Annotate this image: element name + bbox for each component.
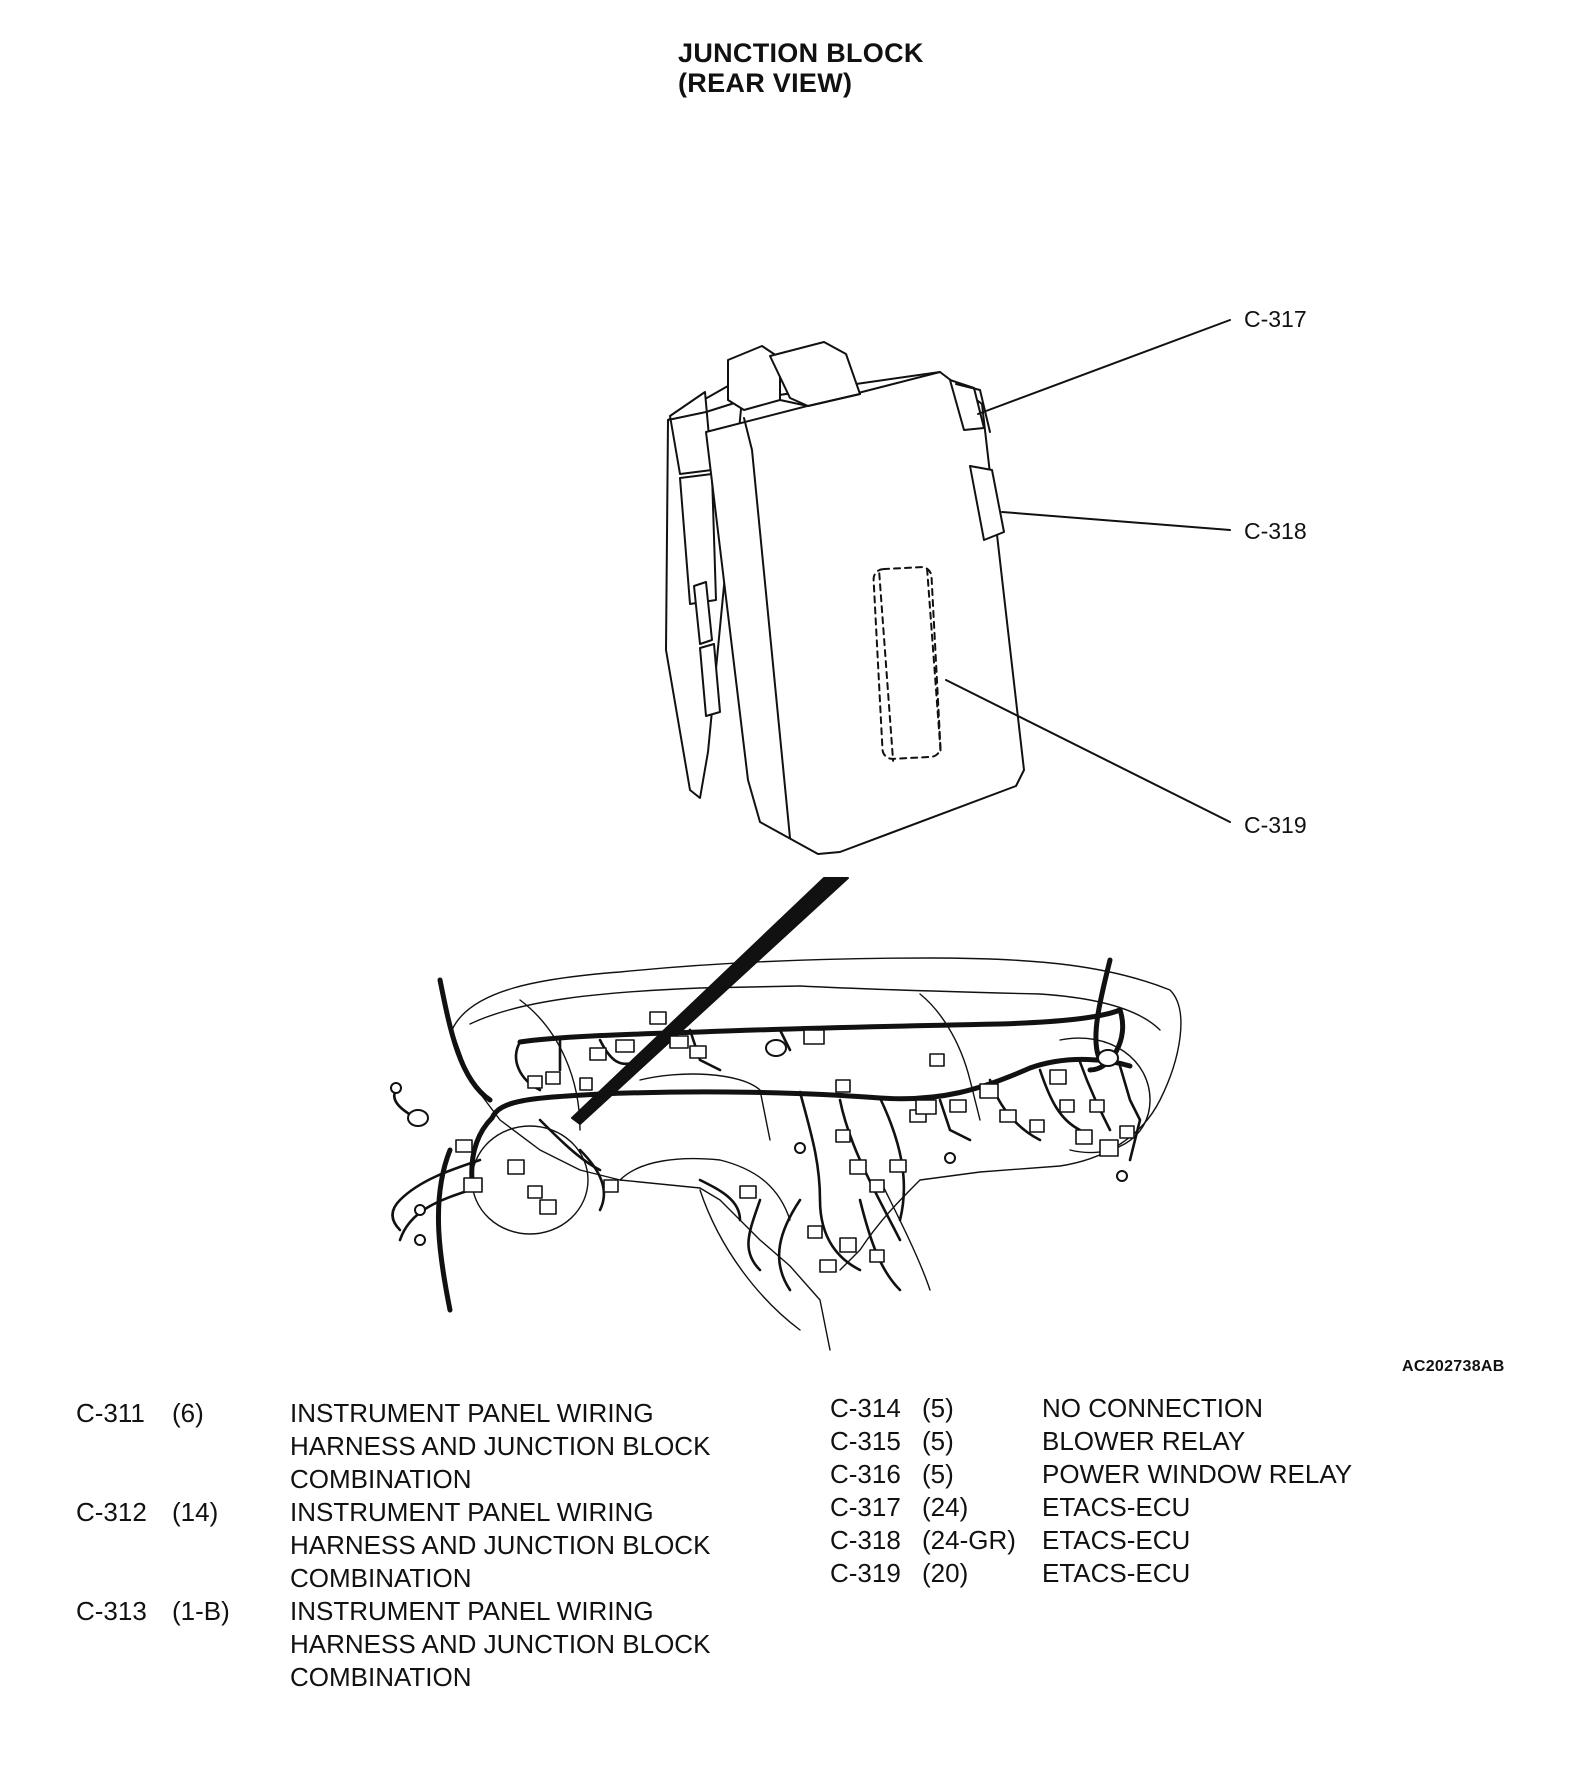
locator-arrow: [571, 877, 849, 1125]
junction-block-illustration: [665, 341, 1025, 855]
harness-connectors: [455, 1011, 1135, 1273]
title-line-1: JUNCTION BLOCK: [678, 38, 924, 68]
connector-pins: (24): [922, 1492, 969, 1522]
connector-description: BLOWER RELAY: [1042, 1426, 1246, 1456]
connector-pins: (1-B): [172, 1596, 230, 1626]
connector-id: C-313: [76, 1596, 147, 1626]
connector-id: C-318: [830, 1525, 901, 1555]
harness-grommets: [390, 1039, 1128, 1246]
connector-description: ETACS-ECU: [1042, 1558, 1191, 1588]
connector-id: C-311: [76, 1398, 145, 1428]
connector-id: C-315: [830, 1426, 901, 1456]
figure-id: AC202738AB: [1402, 1358, 1505, 1375]
connector-pins: (5): [922, 1459, 954, 1489]
connector-pins: (20): [922, 1558, 969, 1588]
callout-c-317: C-317: [1244, 306, 1307, 332]
connector-pins: (5): [922, 1426, 954, 1456]
connector-description: POWER WINDOW RELAY: [1042, 1459, 1353, 1489]
connector-pins: (5): [922, 1393, 954, 1423]
connector-pins: (6): [172, 1398, 204, 1428]
callout-leaders: [945, 319, 1231, 823]
connector-description: NO CONNECTION: [1042, 1393, 1263, 1423]
harness-main-trunk: [436, 957, 1133, 1313]
connector-description: INSTRUMENT PANEL WIRING HARNESS AND JUNC…: [290, 1497, 711, 1593]
connector-pins: (24-GR): [922, 1525, 1016, 1555]
connector-id: C-314: [830, 1393, 901, 1423]
callout-c-318: C-318: [1244, 518, 1307, 544]
connector-pins: (14): [172, 1497, 219, 1527]
callout-c-319: C-319: [1244, 812, 1307, 838]
connector-id: C-316: [830, 1459, 901, 1489]
title-line-2: (REAR VIEW): [678, 68, 853, 98]
diagram-title: JUNCTION BLOCK (REAR VIEW): [678, 38, 924, 98]
connector-description: ETACS-ECU: [1042, 1525, 1191, 1555]
connector-id: C-319: [830, 1558, 901, 1588]
connector-description: INSTRUMENT PANEL WIRING HARNESS AND JUNC…: [290, 1596, 711, 1692]
connector-id: C-312: [76, 1497, 147, 1527]
connector-description: ETACS-ECU: [1042, 1492, 1191, 1522]
connector-id: C-317: [830, 1492, 901, 1522]
connector-description: INSTRUMENT PANEL WIRING HARNESS AND JUNC…: [290, 1398, 711, 1494]
